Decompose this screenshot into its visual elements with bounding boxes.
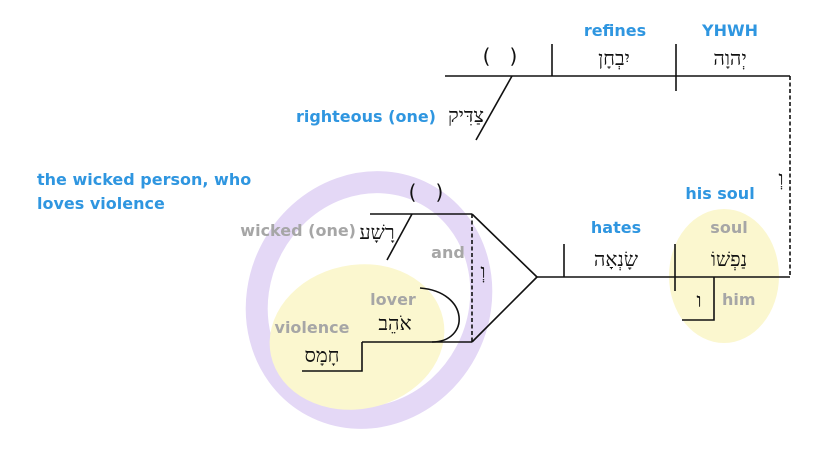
group-label-line-2: loves violence xyxy=(37,194,165,213)
gloss-refines: refines xyxy=(584,21,646,40)
gloss-hates: hates xyxy=(591,218,641,237)
hebrew-lover: אֹהֵב xyxy=(378,311,411,335)
highlight-wicked-person-ring xyxy=(245,171,493,429)
hebrew-violence: חָמָס xyxy=(304,343,339,367)
violence-step xyxy=(302,342,363,372)
gloss-him: him xyxy=(722,290,756,309)
group-label-line-1: the wicked person, who xyxy=(37,170,251,189)
fork-upper-arm xyxy=(471,213,538,278)
fork-lower-arm xyxy=(471,276,538,343)
object-modifier-slant xyxy=(475,75,513,141)
hebrew-yhwh: יְהוָה xyxy=(713,46,746,70)
hebrew-possessive: ו xyxy=(696,288,701,312)
gloss-lover: lover xyxy=(370,290,416,309)
hebrew-refines: יִבְחָן xyxy=(598,46,630,70)
gloss-and: and xyxy=(431,243,465,262)
highlight-his-soul xyxy=(669,209,779,343)
hebrew-hates: שָׂנְאָה xyxy=(594,247,638,271)
gloss-wicked: wicked (one) xyxy=(240,221,356,240)
hebrew-wicked: רָשָׁע xyxy=(359,220,394,244)
gloss-yhwh: YHWH xyxy=(701,21,758,40)
hebrew-soul: נַפְשׁוֹ xyxy=(711,247,747,271)
wicked-modifier-slant xyxy=(386,213,413,261)
hebrew-and: וְ xyxy=(480,259,485,283)
hebrew-clause-conjunction: וְ xyxy=(778,166,783,190)
hebrew-righteous: צַדִּיק xyxy=(448,103,484,127)
object-placeholder: ( ) xyxy=(483,44,518,68)
gloss-righteous: righteous (one) xyxy=(296,107,436,126)
highlight-loves-violence xyxy=(269,264,445,410)
gloss-violence: violence xyxy=(275,318,350,337)
possessive-step xyxy=(682,277,715,321)
gloss-soul: soul xyxy=(710,218,747,237)
compound-subject-placeholder: ( ) xyxy=(409,180,444,204)
group-label-wicked-person: the wicked person, who loves violence xyxy=(37,170,257,213)
gloss-his-soul: his soul xyxy=(685,184,754,203)
participle-curve xyxy=(419,287,460,343)
